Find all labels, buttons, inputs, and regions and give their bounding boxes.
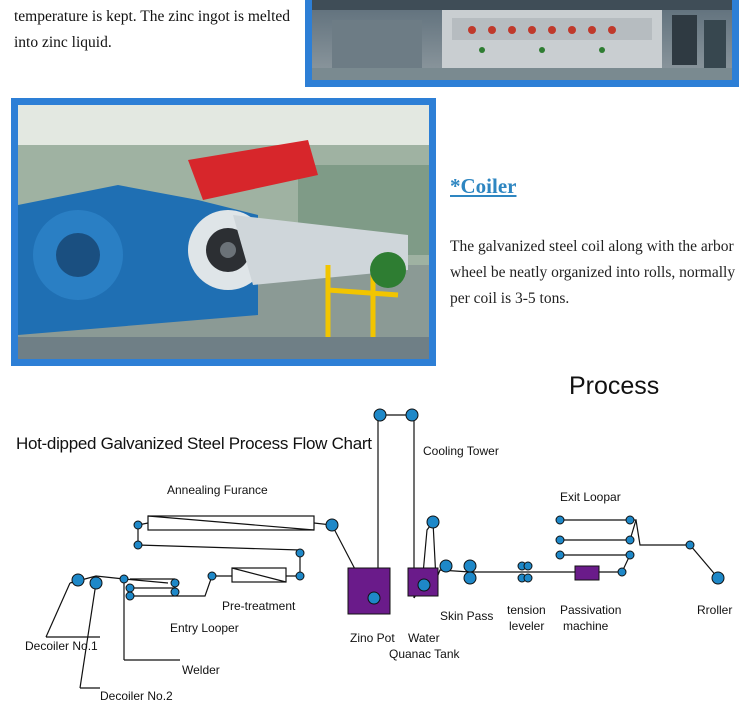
decoiler-1-roller [71, 573, 85, 587]
process-heading: Process [569, 372, 660, 400]
label-quanac-tank: Quanac Tank [389, 647, 460, 661]
label-passivation: Passivation [560, 603, 621, 617]
pretreatment-box [231, 567, 287, 583]
control-panel-photo [305, 0, 739, 87]
label-entry-looper: Entry Looper [170, 621, 239, 635]
coiler-description: The galvanized steel coil along with the… [450, 238, 736, 307]
label-pretreatment: Pre-treatment [222, 599, 296, 613]
label-machine: machine [563, 619, 609, 633]
label-cooling-tower: Cooling Tower [423, 444, 499, 458]
label-rroller: Rroller [697, 603, 732, 617]
flow-chart-title: Hot-dipped Galvanized Steel Process Flow… [16, 434, 372, 453]
label-tension: tension [507, 603, 546, 617]
label-skin-pass: Skin Pass [440, 609, 493, 623]
label-exit-looper: Exit Loopar [560, 490, 621, 504]
zinc-pot-description: temperature is kept. The zinc ingot is m… [14, 8, 291, 51]
label-welder: Welder [182, 663, 220, 677]
label-decoiler-1: Decoiler No.1 [25, 639, 98, 653]
coiler-photo [11, 98, 436, 366]
decoiler-2-roller [89, 576, 103, 590]
passivation-tank [574, 565, 600, 581]
label-leveler: leveler [509, 619, 544, 633]
label-water: Water [408, 631, 440, 645]
label-decoiler-2: Decoiler No.2 [100, 689, 173, 703]
coiler-title-link[interactable]: *Coiler [450, 174, 517, 198]
label-zinc-pot: Zino Pot [350, 631, 395, 645]
zinc-pot-tank [347, 567, 391, 615]
label-annealing: Annealing Furance [167, 483, 268, 497]
recoiler-roller [711, 571, 725, 585]
